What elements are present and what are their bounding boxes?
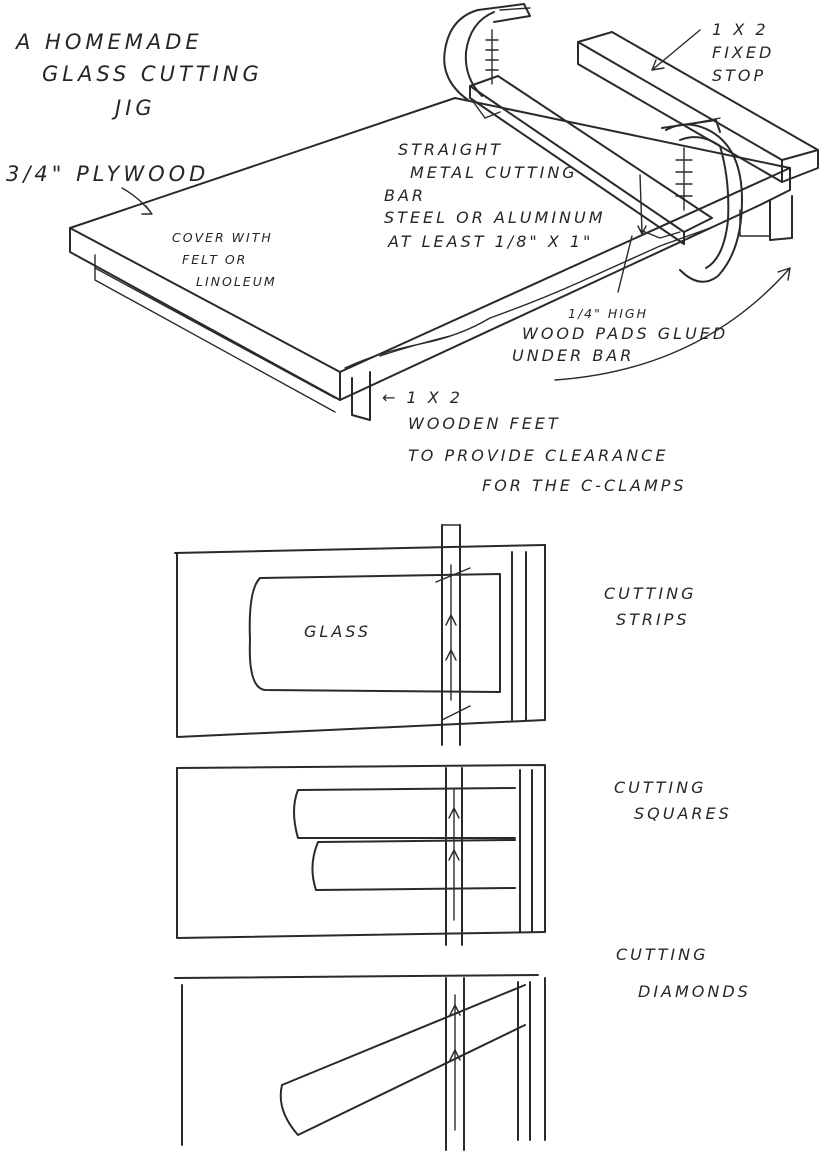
feet-label-3: TO PROVIDE CLEARANCE (408, 446, 669, 465)
annotation-arrows (121, 29, 791, 381)
bar-label-5: AT LEAST 1/8" x 1" (388, 232, 594, 251)
diamonds-label-2: DIAMONDS (638, 982, 751, 1001)
fixed-stop (577, 31, 819, 183)
feet-label-4: FOR THE C-CLAMPS (482, 476, 687, 495)
pads-label-3: UNDER BAR (512, 346, 635, 365)
pads-label-1: 1/4" HIGH (568, 306, 649, 321)
title-line-1: A HOMEMADE (16, 30, 203, 54)
feet-label-1: ← 1 x 2 (382, 388, 463, 407)
view-cutting-diamonds (174, 974, 546, 1151)
diamonds-label-1: CUTTING (616, 945, 709, 964)
title-line-2: GLASS CUTTING (42, 62, 263, 86)
cover-label-3: LINOLEUM (196, 274, 277, 289)
pads-label-2: WOOD PADS GLUED (522, 324, 729, 343)
plywood-label: 3/4" PLYWOOD (6, 162, 210, 186)
squares-label-2: SQUARES (634, 804, 732, 823)
bar-label-1: STRAIGHT (398, 140, 503, 159)
view-cutting-squares (176, 764, 546, 946)
bar-label-2: METAL CUTTING (410, 163, 578, 182)
title-line-3: JIG (115, 96, 156, 120)
glass-label: GLASS (304, 622, 371, 641)
cover-label-1: COVER WITH (172, 230, 273, 245)
strips-label-2: STRIPS (616, 610, 690, 629)
cover-label-2: FELT OR (182, 252, 248, 267)
stop-label-3: STOP (712, 66, 767, 85)
strips-label-1: CUTTING (604, 584, 697, 603)
view-cutting-strips (174, 524, 546, 746)
squares-label-1: CUTTING (614, 778, 707, 797)
cutting-bar (469, 75, 713, 245)
stop-label-2: FIXED (712, 43, 775, 62)
stop-label-1: 1 x 2 (712, 20, 769, 39)
c-clamp-front (661, 117, 743, 283)
bar-label-3: BAR (384, 186, 427, 205)
feet-label-2: WOODEN FEET (408, 414, 561, 433)
c-clamp-rear (443, 3, 531, 101)
wooden-feet (351, 195, 793, 421)
plywood-board (69, 97, 791, 413)
bar-label-4: STEEL OR ALUMINUM (384, 208, 606, 227)
